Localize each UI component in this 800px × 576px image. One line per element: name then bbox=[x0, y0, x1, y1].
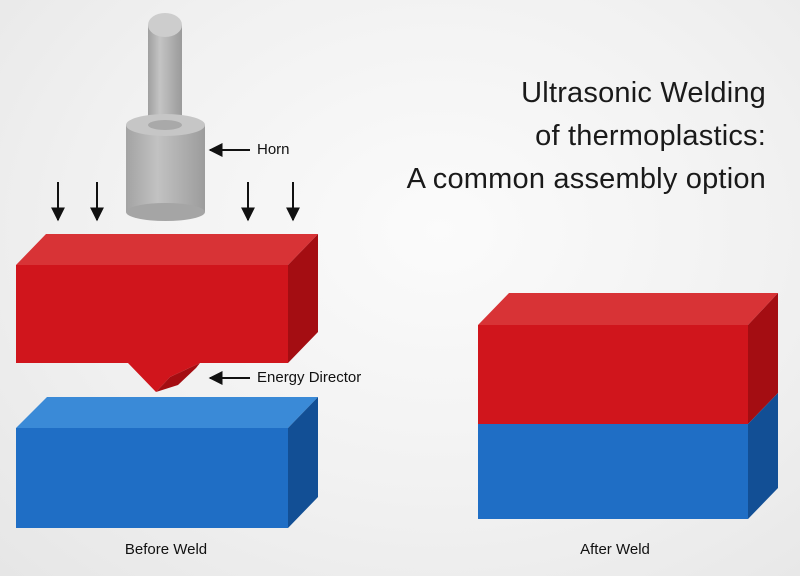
horn-shaft-top bbox=[148, 13, 182, 37]
horn-label: Horn bbox=[257, 141, 290, 158]
red-part-side bbox=[288, 234, 318, 363]
energy-director bbox=[128, 363, 200, 392]
before-red-part bbox=[16, 234, 318, 392]
after-red-side bbox=[748, 293, 778, 424]
energy-director-side bbox=[156, 363, 200, 392]
blue-part-front bbox=[16, 428, 288, 528]
after-red-top bbox=[478, 293, 778, 325]
horn-body-bottom bbox=[126, 203, 205, 221]
blue-part-side bbox=[288, 397, 318, 528]
before-blue-part bbox=[16, 397, 318, 528]
pressure-arrows bbox=[51, 182, 300, 222]
title-line-3: A common assembly option bbox=[406, 163, 766, 195]
after-red-front bbox=[478, 325, 748, 424]
title-line-1: Ultrasonic Welding bbox=[521, 77, 766, 109]
diagram-title: Ultrasonic Welding of thermoplastics: A … bbox=[407, 72, 766, 201]
after-weld-caption: After Weld bbox=[580, 541, 650, 558]
before-weld-caption: Before Weld bbox=[124, 541, 208, 558]
horn-shaft bbox=[148, 25, 182, 130]
energy-director-label: Energy Director bbox=[257, 369, 362, 386]
red-part-front bbox=[16, 265, 288, 363]
horn bbox=[126, 13, 205, 221]
red-part-top bbox=[16, 234, 318, 265]
after-blue-front bbox=[478, 424, 748, 519]
after-weld-block bbox=[478, 293, 778, 519]
blue-part-top bbox=[16, 397, 318, 428]
horn-shaft-base bbox=[148, 120, 182, 130]
after-blue-side bbox=[748, 393, 778, 519]
horn-body bbox=[126, 125, 205, 212]
title-line-2: of thermoplastics: bbox=[535, 120, 766, 152]
